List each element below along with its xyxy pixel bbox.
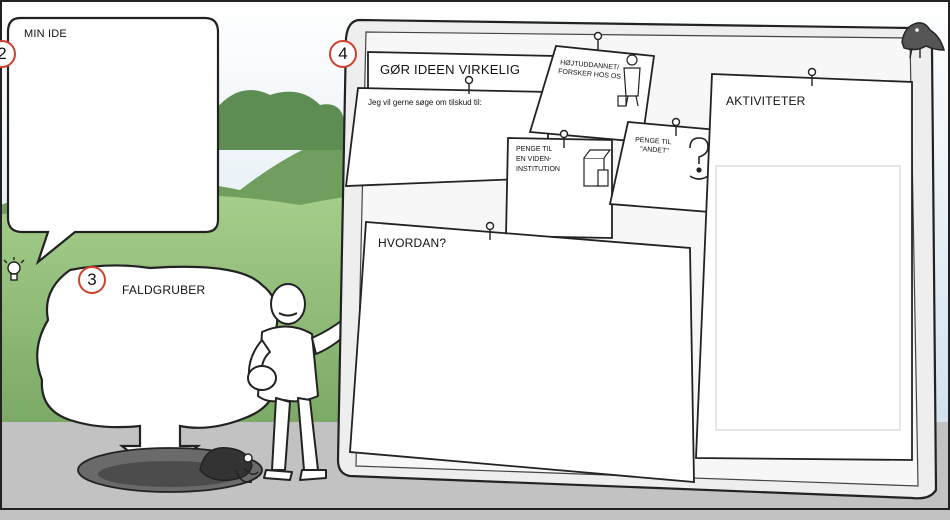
mole-icon [199, 446, 259, 483]
how-sheet [349, 221, 695, 483]
idea-title: MIN IDE [24, 28, 67, 40]
lightbulb-icon [3, 257, 25, 281]
activities-sheet [695, 73, 913, 461]
main-sheet-prompt: Jeg vil gerne søge om tilskud til: [368, 98, 482, 107]
question-mark-icon [689, 137, 709, 180]
activities-list-area [715, 165, 901, 431]
pitfalls-section-number: 3 [78, 266, 106, 294]
main-sheet-title: GØR IDEEN VIRKELIG [380, 62, 521, 77]
note-penge-viden-line3: INSTITUTION [516, 166, 560, 173]
idea-bubble [6, 16, 220, 266]
activities-sheet-title: AKTIVITETER [726, 94, 806, 108]
scientist-icon [617, 54, 641, 107]
how-sheet-title: HVORDAN? [378, 236, 447, 250]
pitfalls-title: FALDGRUBER [122, 283, 206, 297]
note-penge-viden-line1: PENGE TIL [516, 146, 553, 153]
pin-icon [464, 31, 817, 240]
tree-cluster [215, 90, 345, 150]
board-section-number: 4 [329, 40, 357, 68]
note-penge-viden-line2: EN VIDEN- [516, 156, 552, 163]
note-penge-andet [608, 121, 719, 213]
pitfalls-cloud [36, 264, 285, 478]
lab-equipment-icon [583, 149, 612, 187]
bird-icon [901, 22, 945, 59]
